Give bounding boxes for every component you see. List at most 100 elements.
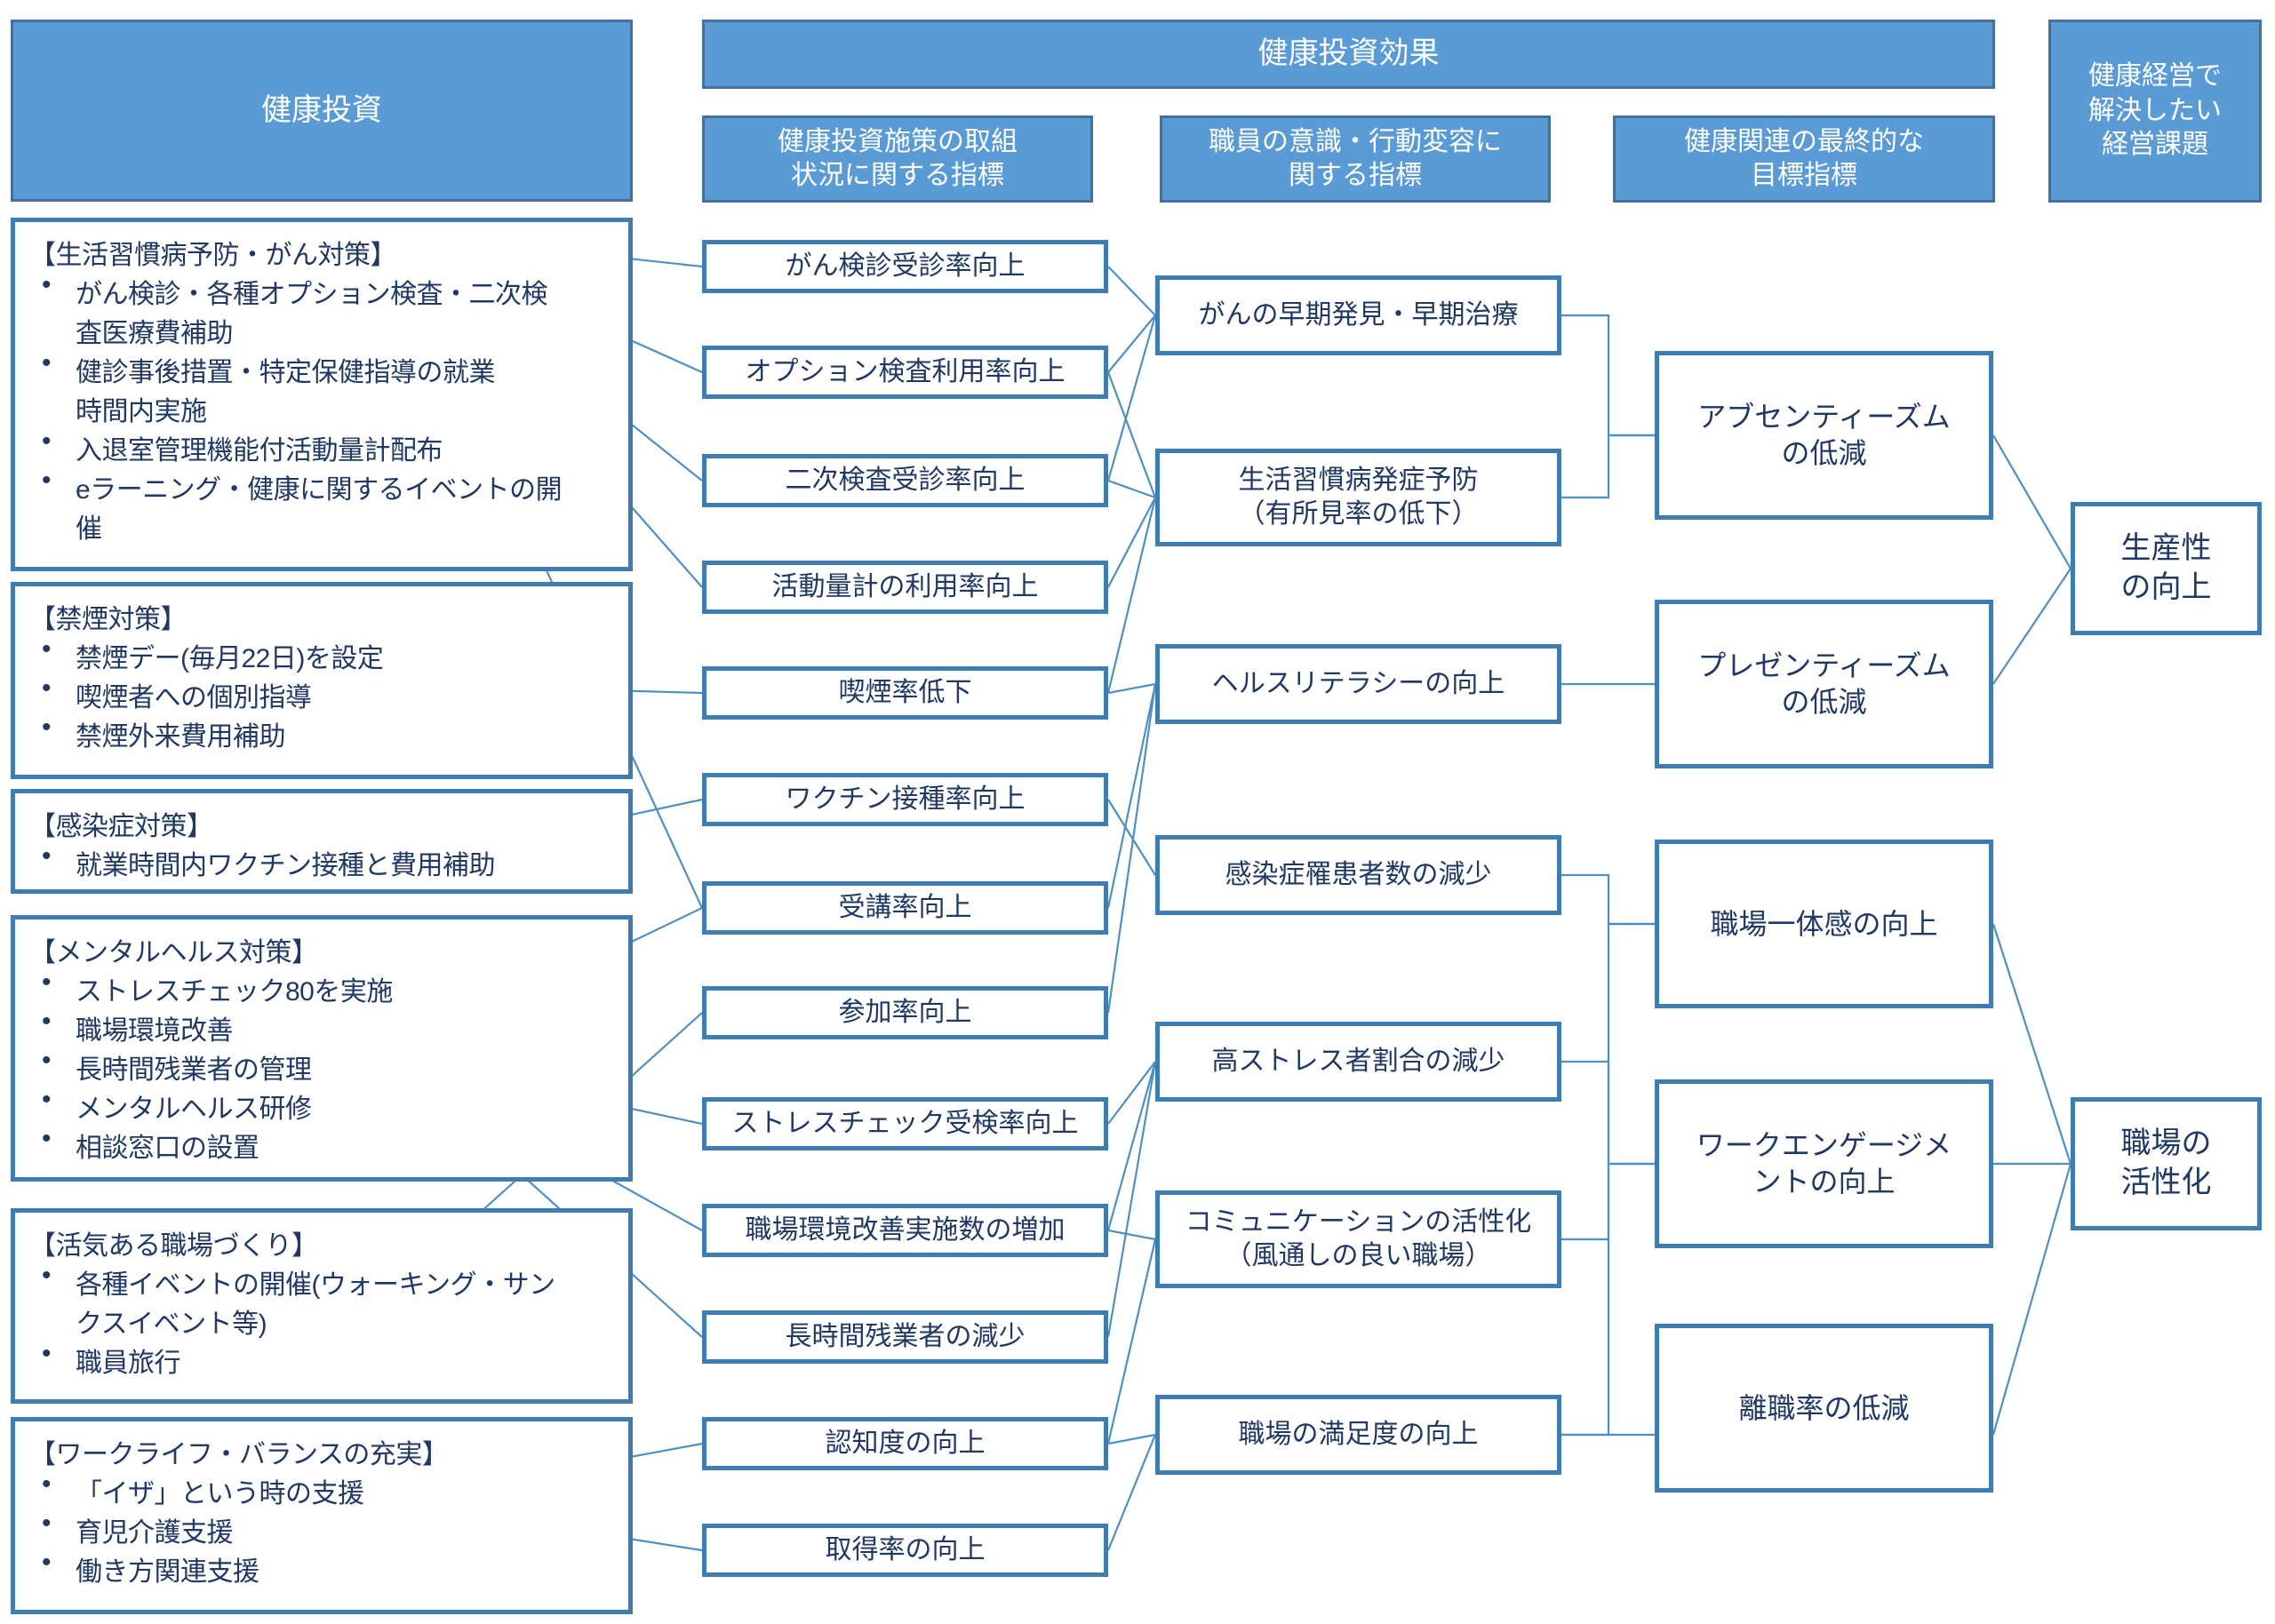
behavior-label: ヘルスリテラシーの向上 [1211, 668, 1505, 698]
header-col-measures-label: 健康投資施策の取組 状況に関する指標 [778, 126, 1018, 190]
measure-label: ストレスチェック受検率向上 [731, 1108, 1079, 1138]
list-item: がん検診・各種オプション検査・二次検 査医療費補助 [29, 270, 616, 350]
investment-group-items: 就業時間内ワクチン接種と費用補助 [29, 841, 616, 882]
list-item: 職員旅行 [29, 1339, 616, 1380]
measure-label: 二次検査受診率向上 [785, 465, 1026, 495]
measure-label: がん検診受診率向上 [785, 251, 1026, 281]
final-goal-box-3[interactable]: ワークエンゲージメ ントの向上 [1655, 1079, 1993, 1248]
measure-box-10[interactable]: 長時間残業者の減少 [702, 1310, 1108, 1364]
measure-box-5[interactable]: ワクチン接種率向上 [702, 773, 1108, 826]
investment-group-1[interactable]: 【禁煙対策】 禁煙デー(毎月22日)を設定 喫煙者への個別指導 禁煙外来費用補助 [11, 582, 633, 779]
measure-box-8[interactable]: ストレスチェック受検率向上 [702, 1097, 1108, 1150]
list-item: ストレスチェック80を実施 [29, 967, 616, 1008]
business-issue-box-0[interactable]: 生産性 の向上 [2071, 502, 2262, 635]
list-item: 長時間残業者の管理 [29, 1046, 616, 1087]
investment-group-4[interactable]: 【活気ある職場づくり】 各種イベントの開催(ウォーキング・サン クスイベント等)… [11, 1208, 633, 1404]
list-item: 健診事後措置・特定保健指導の就業 時間内実施 [29, 348, 616, 428]
investment-group-items: 「イザ」という時の支援 育児介護支援 働き方関連支援 [29, 1469, 616, 1588]
list-item: eラーニング・健康に関するイベントの開 催 [29, 466, 616, 545]
investment-group-title: 【生活習慣病予防・がん対策】 [29, 241, 397, 270]
list-item: メンタルヘルス研修 [29, 1085, 616, 1126]
behavior-box-3[interactable]: 感染症罹患者数の減少 [1155, 835, 1561, 915]
behavior-label: 高ストレス者割合の減少 [1211, 1046, 1505, 1076]
header-col-behavior: 職員の意識・行動変容に 関する指標 [1160, 115, 1551, 203]
behavior-label: 生活習慣病発症予防 （有所見率の低下） [1238, 465, 1479, 529]
list-item: 就業時間内ワクチン接種と費用補助 [29, 841, 616, 882]
header-effect-banner-label: 健康投資効果 [1257, 36, 1440, 71]
investment-group-items: がん検診・各種オプション検査・二次検 査医療費補助 健診事後措置・特定保健指導の… [29, 270, 616, 545]
measure-box-4[interactable]: 喫煙率低下 [702, 666, 1108, 720]
investment-group-5[interactable]: 【ワークライフ・バランスの充実】 「イザ」という時の支援 育児介護支援 働き方関… [11, 1417, 633, 1614]
investment-group-items: 禁煙デー(毎月22日)を設定 喫煙者への個別指導 禁煙外来費用補助 [29, 634, 616, 753]
behavior-box-2[interactable]: ヘルスリテラシーの向上 [1155, 644, 1561, 724]
measure-label: 活動量計の利用率向上 [771, 571, 1039, 601]
investment-group-title: 【禁煙対策】 [29, 605, 188, 634]
investment-group-title: 【活気ある職場づくり】 [29, 1231, 318, 1261]
behavior-box-6[interactable]: 職場の満足度の向上 [1155, 1395, 1561, 1475]
list-item: 職場環境改善 [29, 1007, 616, 1047]
measure-label: 参加率向上 [838, 997, 972, 1027]
list-item: 禁煙デー(毎月22日)を設定 [29, 634, 616, 675]
list-item: 各種イベントの開催(ウォーキング・サン クスイベント等) [29, 1261, 616, 1341]
header-investment-label: 健康投資 [261, 92, 382, 127]
behavior-box-0[interactable]: がんの早期発見・早期治療 [1155, 275, 1561, 355]
behavior-label: 職場の満足度の向上 [1238, 1419, 1479, 1449]
final-goal-box-0[interactable]: アブセンティーズム の低減 [1655, 351, 1993, 520]
measure-label: 職場環境改善実施数の増加 [745, 1214, 1066, 1245]
measure-label: オプション検査利用率向上 [745, 356, 1066, 386]
investment-group-3[interactable]: 【メンタルヘルス対策】 ストレスチェック80を実施 職場環境改善 長時間残業者の… [11, 915, 633, 1182]
measure-box-1[interactable]: オプション検査利用率向上 [702, 346, 1108, 399]
measure-box-3[interactable]: 活動量計の利用率向上 [702, 561, 1108, 614]
behavior-box-5[interactable]: コミュニケーションの活性化 （風通しの良い職場） [1155, 1190, 1561, 1288]
header-col-final-label: 健康関連の最終的な 目標指標 [1684, 126, 1924, 190]
list-item: 育児介護支援 [29, 1509, 616, 1549]
investment-group-title: 【感染症対策】 [29, 812, 213, 841]
behavior-box-1[interactable]: 生活習慣病発症予防 （有所見率の低下） [1155, 449, 1561, 546]
measure-box-12[interactable]: 取得率の向上 [702, 1524, 1108, 1577]
measure-box-6[interactable]: 受講率向上 [702, 881, 1108, 935]
investment-group-0[interactable]: 【生活習慣病予防・がん対策】 がん検診・各種オプション検査・二次検 査医療費補助… [11, 218, 633, 571]
list-item: 相談窓口の設置 [29, 1124, 616, 1165]
measure-box-11[interactable]: 認知度の向上 [702, 1417, 1108, 1470]
header-col-business: 健康経営で 解決したい 経営課題 [2048, 20, 2262, 203]
list-item: 禁煙外来費用補助 [29, 712, 616, 753]
header-effect-banner: 健康投資効果 [702, 20, 1995, 89]
business-issue-box-1[interactable]: 職場の 活性化 [2071, 1097, 2262, 1230]
list-item: 入退室管理機能付活動量計配布 [29, 426, 616, 467]
header-col-final: 健康関連の最終的な 目標指標 [1613, 115, 1995, 203]
header-col-business-label: 健康経営で 解決したい 経営課題 [2088, 61, 2222, 160]
list-item: 働き方関連支援 [29, 1548, 616, 1588]
measure-label: ワクチン接種率向上 [785, 784, 1026, 814]
behavior-label: 感染症罹患者数の減少 [1225, 859, 1492, 889]
behavior-label: コミュニケーションの活性化 （風通しの良い職場） [1185, 1206, 1532, 1270]
final-goal-box-2[interactable]: 職場一体感の向上 [1655, 840, 1993, 1008]
measure-box-7[interactable]: 参加率向上 [702, 986, 1108, 1039]
header-col-measures: 健康投資施策の取組 状況に関する指標 [702, 115, 1093, 203]
list-item: 「イザ」という時の支援 [29, 1469, 616, 1510]
final-goal-label: 離職率の低減 [1738, 1391, 1910, 1424]
business-issue-label: 生産性 の向上 [2120, 531, 2212, 604]
investment-group-2[interactable]: 【感染症対策】 就業時間内ワクチン接種と費用補助 [11, 789, 633, 894]
measure-label: 喫煙率低下 [838, 677, 972, 707]
header-investment: 健康投資 [11, 20, 633, 202]
measure-label: 取得率の向上 [825, 1534, 986, 1564]
investment-group-title: 【メンタルヘルス対策】 [29, 938, 318, 967]
measure-box-9[interactable]: 職場環境改善実施数の増加 [702, 1204, 1108, 1257]
final-goal-label: ワークエンゲージメ ントの向上 [1696, 1129, 1952, 1198]
measure-box-2[interactable]: 二次検査受診率向上 [702, 454, 1108, 507]
measure-label: 長時間残業者の減少 [785, 1321, 1026, 1351]
investment-group-items: 各種イベントの開催(ウォーキング・サン クスイベント等) 職員旅行 [29, 1261, 616, 1380]
list-item: 喫煙者への個別指導 [29, 673, 616, 714]
behavior-box-4[interactable]: 高ストレス者割合の減少 [1155, 1022, 1561, 1102]
final-goal-box-4[interactable]: 離職率の低減 [1655, 1324, 1993, 1493]
final-goal-label: プレゼンティーズム の低減 [1697, 649, 1951, 718]
investment-group-title: 【ワークライフ・バランスの充実】 [29, 1440, 449, 1469]
header-col-behavior-label: 職員の意識・行動変容に 関する指標 [1209, 126, 1502, 190]
measure-box-0[interactable]: がん検診受診率向上 [702, 240, 1108, 293]
final-goal-label: 職場一体感の向上 [1710, 907, 1938, 940]
measure-label: 受講率向上 [838, 892, 972, 922]
business-issue-label: 職場の 活性化 [2120, 1126, 2212, 1199]
final-goal-label: アブセンティーズム の低減 [1697, 401, 1951, 469]
final-goal-box-1[interactable]: プレゼンティーズム の低減 [1655, 600, 1993, 768]
